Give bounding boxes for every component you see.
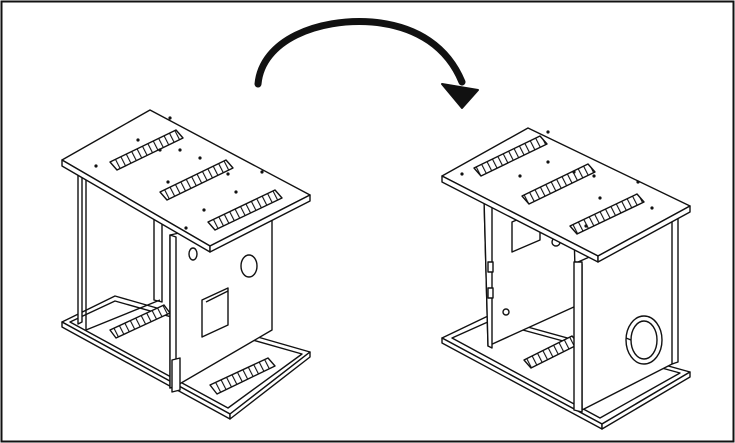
- left-top-screw-holes: [94, 116, 264, 230]
- rotate-arrow-icon: [254, 18, 479, 109]
- left-cabinet-frame: [61, 109, 311, 420]
- right-top-screw-holes: [460, 130, 654, 228]
- right-cabinet-frame: [441, 127, 691, 430]
- left-side-small-hole: [188, 247, 198, 261]
- right-top-vent-3: [569, 193, 645, 235]
- left-side-large-hole: [240, 254, 258, 278]
- right-back-small-hole: [502, 308, 510, 316]
- left-top-panel: [61, 109, 311, 253]
- left-top-vent-3: [207, 189, 283, 231]
- right-top-vent-1: [473, 135, 548, 177]
- left-base-vent-2: [209, 357, 276, 395]
- right-top-vent-2: [521, 163, 596, 205]
- left-top-vent-2: [159, 159, 234, 201]
- right-top-panel: [441, 127, 691, 263]
- right-base-tray: [441, 315, 691, 430]
- left-top-vent-1: [109, 129, 184, 171]
